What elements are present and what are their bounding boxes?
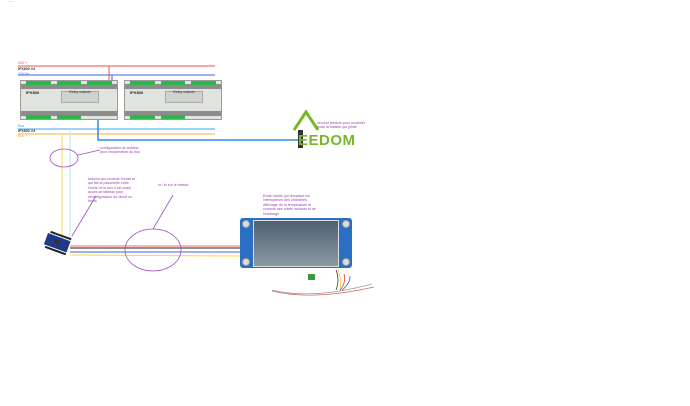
ipx800-module-2: IPX800 Relay outputs <box>124 80 222 120</box>
ipx-subtitle: Relay outputs <box>173 90 195 94</box>
wire-ethernet-jeedom <box>97 118 300 141</box>
bus-top-label-2: IPX800 V4 <box>18 67 36 71</box>
annotation-pointer-bus <box>77 149 101 156</box>
annotation-serial-link: rx / tx sur le reseau <box>158 183 189 187</box>
arduino-board <box>43 230 72 256</box>
bus-top-label-3: 12V dc <box>18 72 30 76</box>
annotation-pointer-arduino <box>71 195 97 237</box>
annotation-arduino-config: configuration de arduino pour recuperati… <box>100 146 140 155</box>
annotation-arduino-desc: arduino qui controle l'ecran et qui fait… <box>88 177 136 204</box>
jeedom-logo: EEDOM <box>298 132 356 149</box>
corner-label: ~~~ <box>8 0 15 4</box>
ipx-logo: IPX800 <box>26 90 40 95</box>
annotation-screen-desc: Ecran tactile qui remplace les interrupt… <box>263 194 316 216</box>
wire-screen-yellow <box>69 254 241 257</box>
ipx-logo: IPX800 <box>130 90 144 95</box>
bus-bottom-label-2: IPX800 V4 <box>18 129 36 133</box>
bus-bottom-label-3: Bus + <box>18 134 28 138</box>
cable-bundle <box>271 269 375 296</box>
bus-bottom-label-1: Bus - <box>18 124 27 128</box>
ipx800-module-1: IPX800 Relay outputs <box>20 80 118 120</box>
annotation-pointer-link <box>152 194 174 230</box>
jeedom-note: serveur jeedom pour controler toute la m… <box>317 121 365 130</box>
touch-screen-display <box>240 218 352 268</box>
annotation-circle-bus <box>49 148 79 168</box>
bus-top-label-1: 24V + <box>18 61 28 65</box>
sensor-module <box>308 274 315 280</box>
ipx-subtitle: Relay outputs <box>69 90 91 94</box>
